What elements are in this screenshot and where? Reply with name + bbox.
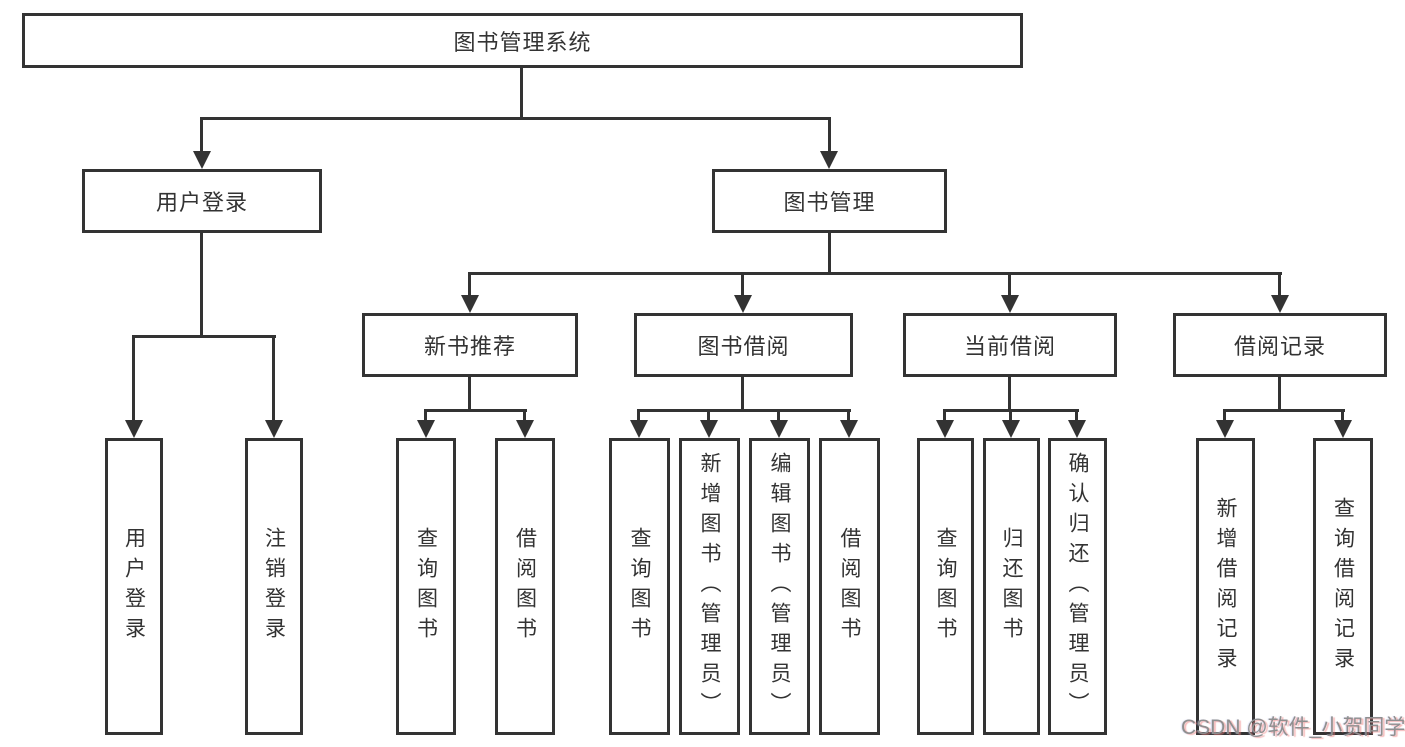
connector-level2-branch: [468, 272, 1282, 275]
connector-book-borrow-branch: [637, 409, 851, 412]
arrow-down-icon: [1216, 420, 1234, 438]
node-leaf-user-login: 用户登录: [105, 438, 163, 735]
connector-current-borrow-stem: [1008, 377, 1011, 411]
node-leaf-query-borrow-record: 查询借阅记录: [1313, 438, 1373, 735]
arrow-down-icon: [734, 295, 752, 313]
arrow-down-icon: [417, 420, 435, 438]
arrow-down-icon: [1271, 295, 1289, 313]
connector-drop: [1009, 409, 1012, 421]
node-new-book-recommend: 新书推荐: [362, 313, 578, 377]
connector-user-login-stem: [200, 233, 203, 337]
node-leaf-query-books-current: 查询图书: [917, 438, 974, 735]
node-leaf-edit-books-admin: 编辑图书（管理员）: [749, 438, 810, 735]
node-leaf-borrow-books-recommend: 借阅图书: [495, 438, 555, 735]
connector-level1-branch: [200, 117, 831, 120]
connector-drop: [943, 409, 946, 421]
arrow-down-icon: [265, 420, 283, 438]
connector-drop-current-borrow: [1008, 272, 1011, 298]
node-library-management-system: 图书管理系统: [22, 13, 1023, 68]
arrow-down-icon: [1334, 420, 1352, 438]
connector-drop: [1341, 409, 1344, 421]
connector-drop: [1075, 409, 1078, 421]
connector-new-book-branch: [424, 409, 527, 412]
connector-drop-user-login: [200, 117, 203, 153]
arrow-down-icon: [1068, 420, 1086, 438]
arrow-down-icon: [125, 420, 143, 438]
node-leaf-add-borrow-record: 新增借阅记录: [1196, 438, 1255, 735]
connector-book-borrow-stem: [741, 377, 744, 411]
node-leaf-return-books: 归还图书: [983, 438, 1040, 735]
arrow-down-icon: [770, 420, 788, 438]
node-user-login: 用户登录: [82, 169, 322, 233]
node-book-management: 图书管理: [712, 169, 947, 233]
node-leaf-add-books-admin: 新增图书（管理员）: [679, 438, 740, 735]
connector-drop-book-management: [828, 117, 831, 153]
arrow-down-icon: [1001, 295, 1019, 313]
arrow-down-icon: [630, 420, 648, 438]
connector-drop-login: [132, 335, 135, 421]
connector-drop-new-book: [468, 272, 471, 298]
connector-book-management-stem: [828, 233, 831, 275]
connector-drop: [1223, 409, 1226, 421]
arrow-down-icon: [193, 151, 211, 169]
connector-drop-borrow-records: [1278, 272, 1281, 298]
arrow-down-icon: [461, 295, 479, 313]
connector-drop: [847, 409, 850, 421]
connector-drop: [424, 409, 427, 421]
connector-user-login-branch: [132, 335, 276, 338]
node-book-borrow: 图书借阅: [634, 313, 853, 377]
arrow-down-icon: [936, 420, 954, 438]
arrow-down-icon: [1002, 420, 1020, 438]
connector-drop: [637, 409, 640, 421]
node-leaf-confirm-return-admin: 确认归还（管理员）: [1048, 438, 1107, 735]
connector-drop-book-borrow: [741, 272, 744, 298]
arrow-down-icon: [820, 151, 838, 169]
arrow-down-icon: [516, 420, 534, 438]
connector-drop: [707, 409, 710, 421]
arrow-down-icon: [700, 420, 718, 438]
node-leaf-query-books: 查询图书: [609, 438, 670, 735]
connector-drop-logout: [272, 335, 275, 421]
node-current-borrow: 当前借阅: [903, 313, 1117, 377]
connector-drop: [523, 409, 526, 421]
watermark: CSDN @软件_小贺同学: [1181, 716, 1405, 739]
connector-borrow-records-branch: [1223, 409, 1345, 412]
connector-borrow-records-stem: [1278, 377, 1281, 411]
connector-new-book-stem: [468, 377, 471, 411]
node-leaf-query-books-recommend: 查询图书: [396, 438, 456, 735]
connector-drop: [777, 409, 780, 421]
connector-root-stem: [520, 68, 523, 120]
node-leaf-borrow-books: 借阅图书: [819, 438, 880, 735]
node-borrow-records: 借阅记录: [1173, 313, 1387, 377]
node-leaf-logout: 注销登录: [245, 438, 303, 735]
arrow-down-icon: [840, 420, 858, 438]
